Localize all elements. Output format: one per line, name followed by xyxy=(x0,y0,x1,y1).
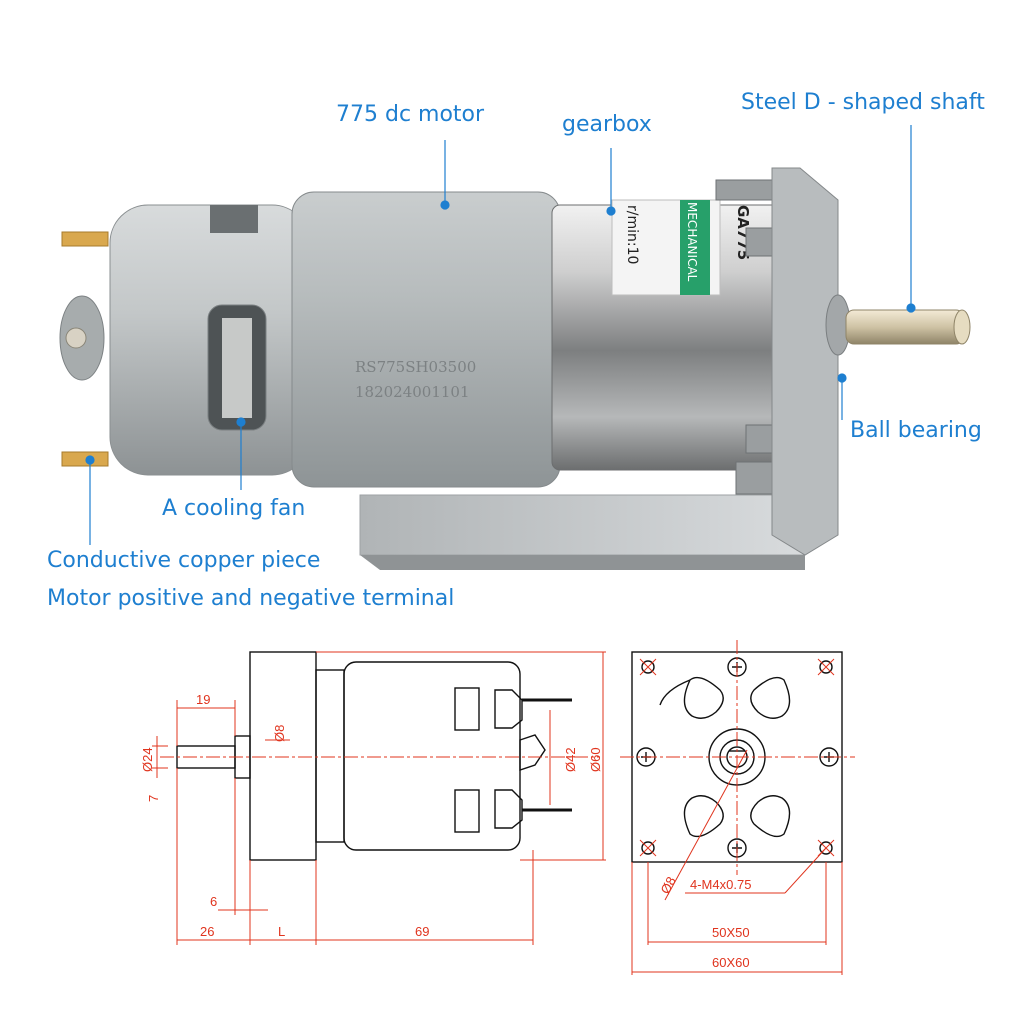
rear-shaft-end xyxy=(65,327,87,349)
output-shaft xyxy=(845,309,965,345)
front-window-bottom-left xyxy=(683,795,724,838)
dim-shaft-total: 26 xyxy=(200,924,214,939)
gearbox-label-stripe xyxy=(680,200,710,295)
side-terminal-top xyxy=(494,689,523,729)
dim-boss-diameter: Ø24 xyxy=(140,747,155,772)
dim-motor-diameter: Ø42 xyxy=(563,747,578,772)
front-hole-br xyxy=(819,841,833,855)
dim-mount-holes: 4-M4x0.75 xyxy=(690,877,751,892)
gearbox-brand-text: MECHANICAL xyxy=(685,202,699,282)
front-hole-tr xyxy=(819,660,833,674)
motor-serial-print: 182024001101 xyxy=(355,383,470,401)
front-bracket-plate xyxy=(771,167,839,556)
motor-model-print: RS775SH03500 xyxy=(355,358,476,376)
callout-shaft: Steel D - shaped shaft xyxy=(741,90,985,115)
dim-motor-length: 69 xyxy=(415,924,429,939)
top-stud-nut xyxy=(715,179,775,201)
fan-leader-dot xyxy=(236,417,246,427)
front-window-top-right xyxy=(750,676,791,719)
holes-leader xyxy=(784,847,827,894)
front-hole-bl xyxy=(641,841,655,855)
callout-motor: 775 dc motor xyxy=(336,102,485,127)
bracket-edge xyxy=(360,555,805,570)
top-vent xyxy=(210,205,258,233)
negative-terminal xyxy=(61,451,109,467)
side-dimension-lines xyxy=(152,651,606,945)
dim-plate-size: Ø60 xyxy=(588,747,603,772)
side-gear-housing xyxy=(315,669,345,843)
bottom-stud-nut xyxy=(735,461,777,495)
side-dimension-labels: 19 Ø8 Ø24 7 Ø42 Ø60 6 26 L 69 xyxy=(140,692,603,939)
dim-shaft-flat: 7 xyxy=(146,795,161,802)
callout-fan: A cooling fan xyxy=(162,496,306,521)
dim-gearbox-length: L xyxy=(278,924,285,939)
side-motor-body xyxy=(343,661,521,851)
front-window-top-left xyxy=(683,676,724,719)
dim-hole-spacing: 50X50 xyxy=(712,925,750,940)
motor-leader-dot xyxy=(440,200,450,210)
gearbox-ratio-text: r/min:10 xyxy=(624,205,640,264)
shaft-tip xyxy=(953,309,971,345)
dim-bore: Ø8 xyxy=(657,874,678,896)
bore-leader xyxy=(664,749,748,901)
upper-nut xyxy=(745,227,775,257)
side-vent-bottom xyxy=(454,789,480,833)
dim-shaft-length: 19 xyxy=(196,692,210,707)
callout-gearbox: gearbox xyxy=(562,112,652,137)
side-vent-top xyxy=(454,687,480,731)
motor-photo: RS775SH03500 182024001101 GA775 MECHANIC… xyxy=(59,167,971,570)
side-rear-boss xyxy=(519,734,546,771)
bearing-leader-dot xyxy=(837,373,847,383)
dim-plate-square: 60X60 xyxy=(712,955,750,970)
front-hole-tl xyxy=(641,660,655,674)
front-dimension-labels: Ø8 4-M4x0.75 50X50 60X60 xyxy=(657,874,751,970)
front-window-bottom-right xyxy=(750,795,791,838)
side-mount-plate xyxy=(249,651,317,861)
cooling-fan-blade xyxy=(222,318,252,418)
motor-body xyxy=(291,191,561,488)
shaft-leader-dot xyxy=(906,303,916,313)
front-web-1 xyxy=(659,679,691,706)
side-terminal-bottom xyxy=(494,789,523,829)
callout-terminal-line1: Conductive copper piece xyxy=(47,548,321,573)
gearbox-leader-dot xyxy=(606,206,616,216)
positive-terminal xyxy=(61,231,109,247)
callout-leaders xyxy=(85,125,916,545)
front-dimension-lines xyxy=(620,640,855,975)
callout-bearing: Ball bearing xyxy=(850,418,982,443)
dim-shaft-diameter: Ø8 xyxy=(272,725,287,742)
lower-nut xyxy=(745,424,775,454)
mounting-bracket-base xyxy=(359,494,806,556)
side-view-drawing xyxy=(176,651,572,861)
terminal-leader-dot xyxy=(85,455,95,465)
callout-terminal-line2: Motor positive and negative terminal xyxy=(47,586,455,611)
dim-plate-thickness: 6 xyxy=(210,894,217,909)
